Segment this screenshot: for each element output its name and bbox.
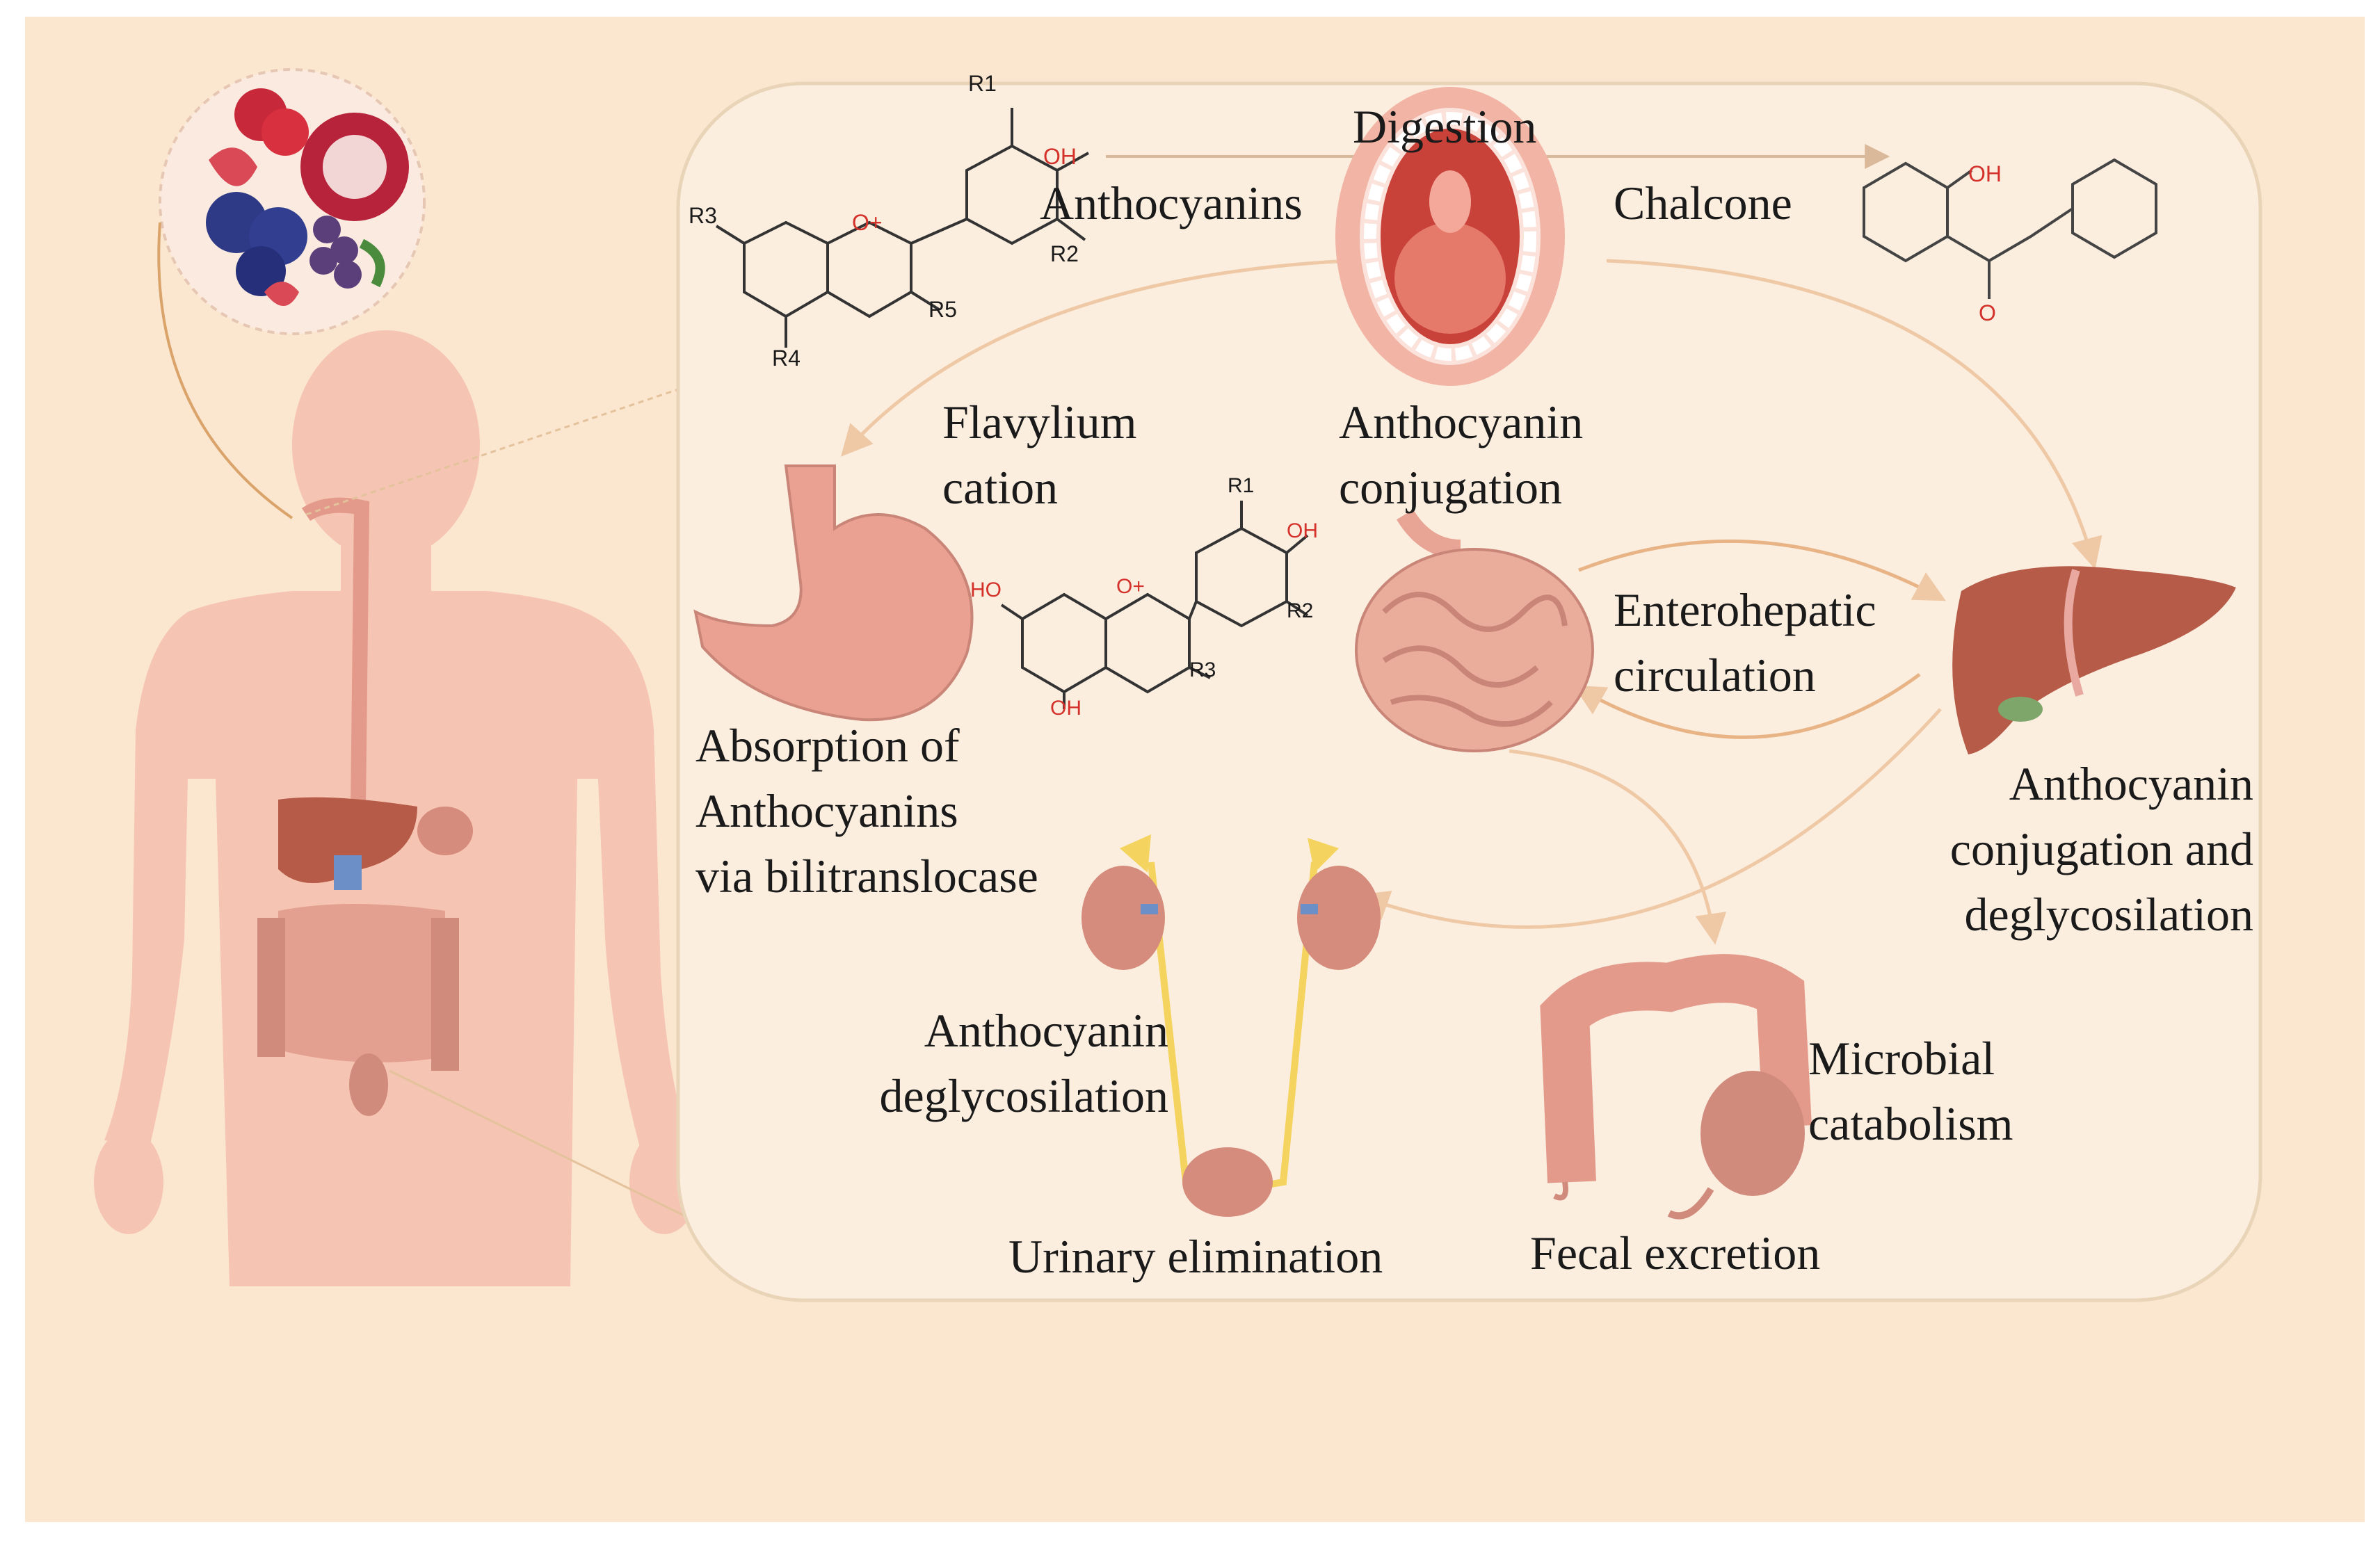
arrow-mouth-to-stomach [840,259,1350,457]
arrow-intestine-to-colon [1509,749,1727,945]
anthocyanin-r2: R2 [1050,241,1079,266]
stomach-icon [693,464,974,722]
flavylium-oplus: O+ [1116,575,1145,598]
flavylium-r1: R1 [1228,474,1255,497]
flavylium-structure [1000,501,1309,709]
kidney-process-label: Anthocyanin deglycosilation [879,1004,1168,1122]
esophagus-icon [301,497,370,807]
anthocyanin-r4: R4 [772,346,801,371]
absorption-label: Absorption of Anthocyanins via bilitrans… [695,719,1038,903]
microbial-label: Microbial catabolism [1808,1032,2013,1150]
arrow-mouth-to-liver [1606,259,2102,569]
bowl-to-mouth-line [157,222,294,519]
urinary-system-icon [1082,834,1381,1217]
anthocyanin-oplus: O+ [852,210,883,235]
flavylium-r3: R3 [1189,658,1216,681]
flavylium-r2: R2 [1287,599,1314,622]
fruit-icons [206,88,409,306]
chalcone-o: O [1979,300,1996,325]
kidney-icon [1297,838,1381,970]
arrow-intestine-to-liver [1578,539,1946,601]
arrow-liver-to-intestine [1573,672,1921,739]
chalcone-label: Chalcone [1614,177,1792,229]
liver-process-label: Anthocyanin conjugation and deglycosilat… [1949,757,2253,941]
chalcone-structure [1863,158,2157,299]
small-intestine-icon [1355,509,1594,752]
anthocyanin-oh: OH [1043,144,1077,169]
anthocyanin-r1: R1 [968,71,997,96]
anthocyanins-label: Anthocyanins [1040,177,1303,229]
liver-icon [1952,566,2236,754]
anthocyanin-structure [715,108,1089,348]
flavylium-oh-c: OH [1050,697,1082,720]
chalcone-oh: OH [1968,161,2002,186]
arrow-liver-to-kidney [1357,708,1942,929]
bladder-icon [1182,1147,1273,1217]
urinary-label: Urinary elimination [1008,1230,1383,1283]
mouth-icon [1335,87,1565,386]
anthocyanin-r5: R5 [928,297,957,322]
enterohepatic-label: Enterohepatic circulation [1614,583,1876,702]
kidney-icon [1082,834,1165,970]
fecal-label: Fecal excretion [1530,1227,1821,1279]
flavylium-oh-a: HO [970,579,1002,601]
zoom-line-top [305,388,679,516]
flavylium-label: Flavylium cation [942,396,1137,514]
digestion-label: Digestion [1353,100,1537,153]
colon-icon [1540,954,1812,1220]
body-organs-icon [257,797,473,1116]
flavylium-oh-b: OH [1287,519,1318,542]
anthocyanin-r3: R3 [689,203,717,228]
mouth-conjugation-label: Anthocyanin conjugation [1339,396,1584,514]
